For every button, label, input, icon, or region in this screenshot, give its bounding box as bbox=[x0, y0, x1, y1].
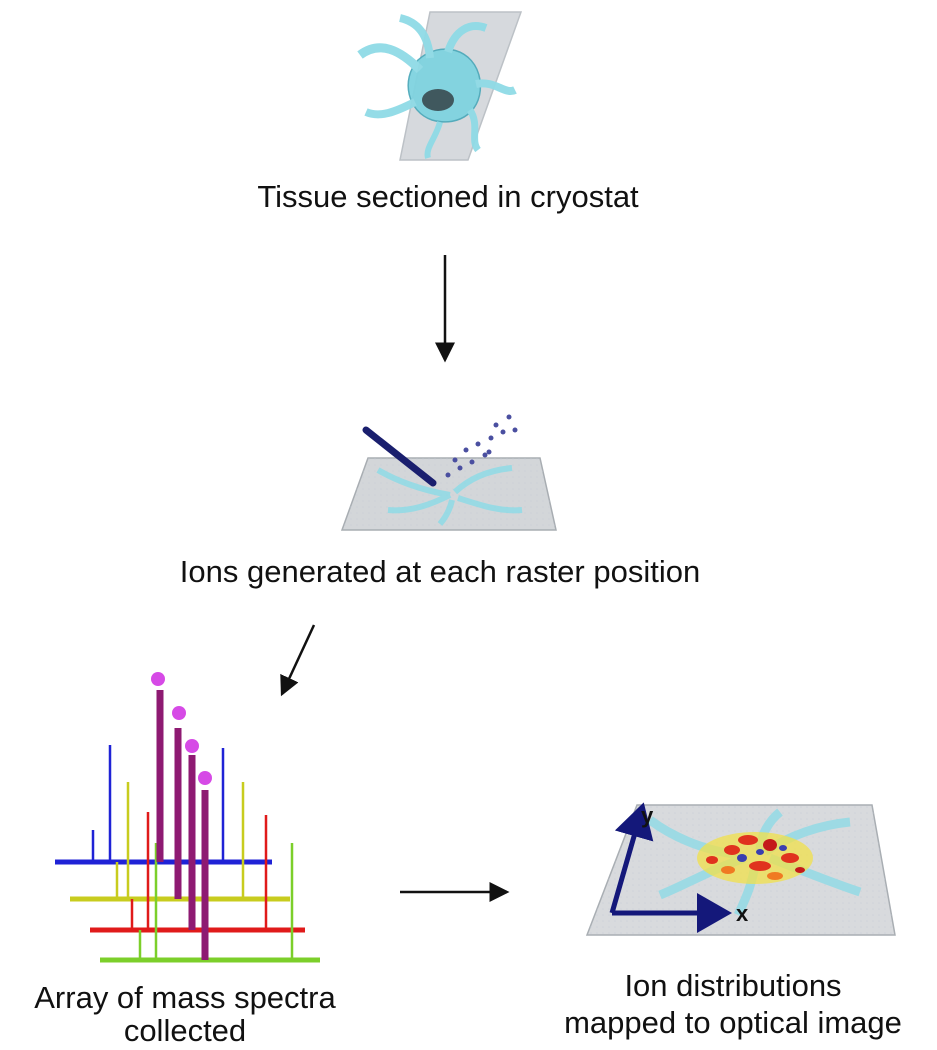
ion-plume bbox=[445, 414, 518, 478]
step-mapping-label-line2: mapped to optical image bbox=[564, 1005, 902, 1040]
tissue-block-illustration bbox=[357, 11, 523, 161]
step-ionize-label: Ions generated at each raster position bbox=[180, 554, 700, 589]
step-spectra-label-line2: collected bbox=[124, 1013, 246, 1048]
ion-markers bbox=[151, 672, 212, 785]
spectrum-green bbox=[100, 843, 320, 963]
ion-map-illustration bbox=[585, 802, 896, 936]
step-spectra-label-line1: Array of mass spectra bbox=[34, 980, 336, 1015]
laser-beam bbox=[362, 426, 437, 487]
ion-heatmap-blobs bbox=[697, 832, 813, 884]
axis-x-label: x bbox=[736, 901, 749, 926]
step-mapping-label-line1: Ion distributions bbox=[624, 968, 841, 1003]
spectrum-red bbox=[90, 812, 305, 933]
step-section-label: Tissue sectioned in cryostat bbox=[257, 179, 639, 214]
arrow-ionize-to-spectra bbox=[280, 624, 316, 697]
ionization-plate-illustration bbox=[340, 414, 557, 531]
selected-ion-peaks bbox=[156, 690, 209, 960]
xy-axes bbox=[609, 802, 732, 933]
mass-spectra-array bbox=[55, 672, 320, 963]
axis-y-label: y bbox=[641, 803, 654, 828]
